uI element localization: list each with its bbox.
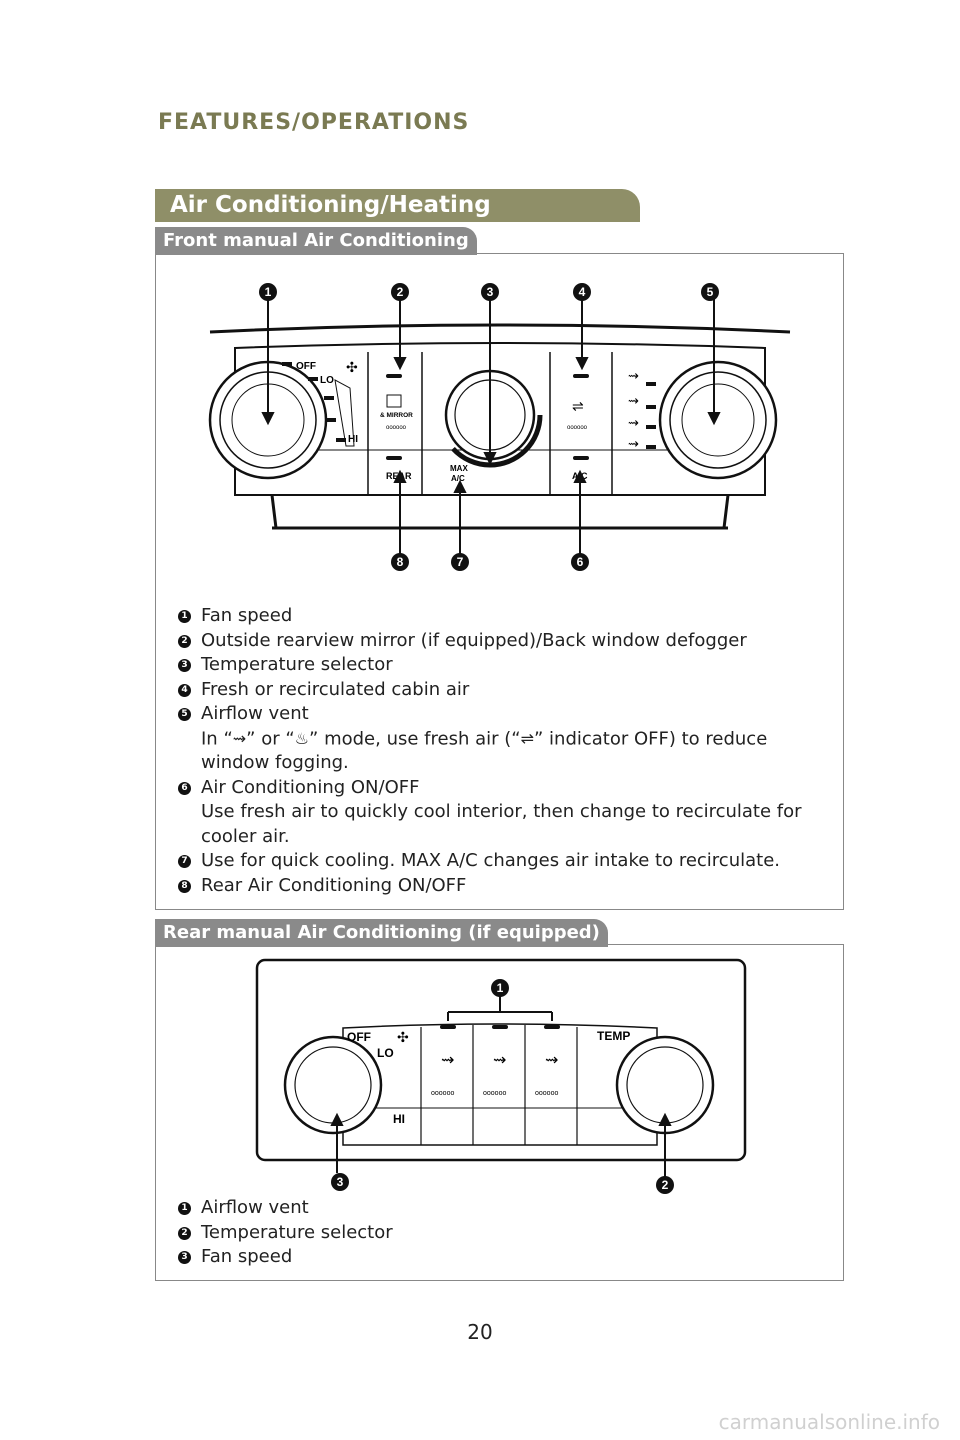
front-lo-label: LO	[320, 375, 334, 386]
rear-temp-label: TEMP	[597, 1029, 630, 1043]
svg-text:oooooo: oooooo	[483, 1090, 506, 1097]
callout-7: 7	[457, 555, 464, 569]
callout-5: 5	[707, 285, 714, 299]
airflow-vent-knob[interactable]	[658, 360, 778, 480]
list-item: 5 Airflow vent In “⇝” or “♨” mode, use f…	[178, 702, 828, 776]
fan-icon: ✣	[397, 1029, 409, 1045]
rear-hi-label: HI	[393, 1112, 405, 1126]
recirculate-icon: ⇌	[520, 728, 534, 748]
vent-bilevel-icon: ⇝	[493, 1052, 506, 1069]
max-label: MAX	[450, 464, 468, 473]
max-ac-label: A/C	[451, 474, 465, 483]
rear-lo-label: LO	[377, 1046, 394, 1060]
page-number: 20	[467, 1320, 493, 1344]
mirror-label: & MIRROR	[380, 412, 413, 419]
front-control-panel-diagram: OFF LO HI ✣ & MIRROR oooooo REAR MAX A/C…	[208, 283, 791, 571]
vent-floor-icon: ⇝	[628, 415, 639, 430]
rear-callout-3: 3	[337, 1175, 344, 1189]
watermark: carmanualsonline.info	[718, 1410, 940, 1434]
callout-4: 4	[579, 285, 586, 299]
defogger-icon	[386, 394, 402, 408]
callout-2: 2	[397, 285, 404, 299]
vent-floor-icon: ⇝	[545, 1052, 558, 1069]
fan-icon: ✣	[346, 359, 358, 375]
callout-6: 6	[577, 555, 584, 569]
defrost-icon: ♨	[294, 728, 310, 748]
rear-control-panel-diagram: OFF ✣ LO HI TEMP ⇝ ⇝ ⇝ oooooo oooooo ooo…	[255, 958, 747, 1194]
rear-fan-speed-knob[interactable]	[283, 1035, 383, 1135]
vent-defrost-icon: ⇝	[628, 436, 639, 451]
callout-3: 3	[487, 285, 494, 299]
svg-text:oooooo: oooooo	[431, 1090, 454, 1097]
vent-bilevel-icon: ⇝	[628, 393, 639, 408]
callout-8: 8	[397, 555, 404, 569]
rear-off-label: OFF	[347, 1030, 371, 1044]
svg-text:oooooo: oooooo	[535, 1090, 558, 1097]
rear-callout-2: 2	[662, 1178, 669, 1192]
callout-1: 1	[265, 285, 272, 299]
svg-text:oooooo: oooooo	[567, 425, 588, 431]
page-title: Air Conditioning/Heating	[155, 189, 640, 222]
rear-temperature-knob[interactable]	[615, 1035, 715, 1135]
rear-section-title: Rear manual Air Conditioning (if equippe…	[155, 919, 608, 947]
front-off-label: OFF	[296, 361, 316, 372]
vent-face-icon: ⇝	[441, 1052, 454, 1069]
vent-face-icon: ⇝	[628, 368, 639, 383]
svg-text:oooooo: oooooo	[386, 425, 407, 431]
section-label: FEATURES/OPERATIONS	[158, 110, 470, 135]
front-section-title: Front manual Air Conditioning	[155, 227, 477, 255]
rear-callout-1: 1	[497, 981, 504, 995]
vent-floor-icon: ⇝	[232, 728, 247, 748]
recirculate-icon: ⇌	[572, 398, 584, 414]
